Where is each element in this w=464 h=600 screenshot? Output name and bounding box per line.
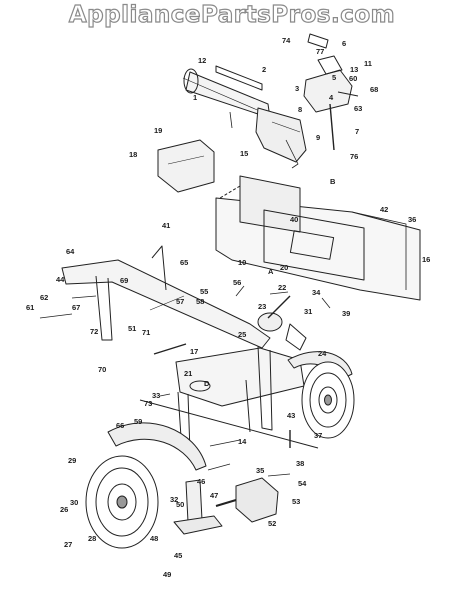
- callout-label: 34: [312, 288, 321, 297]
- hydraulic-cylinder: [182, 65, 307, 169]
- control-valve: [303, 33, 359, 113]
- filter: [257, 312, 307, 351]
- callout-label: 58: [196, 297, 204, 306]
- callout-label: 3: [295, 84, 299, 93]
- callout-label: 9: [316, 133, 320, 142]
- callout-label: 59: [134, 417, 142, 426]
- callout-label: 48: [150, 534, 158, 543]
- wedge-bracket: [157, 139, 215, 193]
- callout-label: 54: [298, 479, 307, 488]
- callout-label: 49: [163, 570, 171, 579]
- callout-label: 63: [354, 104, 362, 113]
- callout-label: 50: [176, 500, 184, 509]
- callout-label: 65: [180, 258, 188, 267]
- callout-label: 45: [174, 551, 182, 560]
- callout-label: 33: [152, 391, 160, 400]
- hydraulic-pump: [215, 477, 279, 523]
- callout-label: 1: [193, 93, 197, 102]
- callout-label: 74: [282, 36, 291, 45]
- callout-label: 12: [198, 56, 206, 65]
- callout-label: 71: [142, 328, 150, 337]
- callout-label: 13: [350, 65, 358, 74]
- callout-label: 5: [332, 73, 336, 82]
- callout-label: 27: [64, 540, 72, 549]
- callout-label: 6: [342, 39, 346, 48]
- callout-label: 35: [256, 466, 264, 475]
- callout-label: 70: [98, 365, 106, 374]
- callout-label: 11: [364, 59, 372, 68]
- callout-label: 73: [144, 399, 152, 408]
- callout-label: 60: [349, 74, 357, 83]
- callout-label: 20: [280, 263, 288, 272]
- splitter-beam: [215, 175, 421, 301]
- callout-label: 10: [238, 258, 246, 267]
- callout-label: 64: [66, 247, 75, 256]
- callout-label: 66: [116, 421, 124, 430]
- callout-label: 67: [72, 303, 80, 312]
- callout-label: 36: [408, 215, 416, 224]
- callout-label: 16: [422, 255, 430, 264]
- callout-label: 14: [238, 437, 247, 446]
- callout-label: 32: [170, 495, 178, 504]
- callout-label: 72: [90, 327, 98, 336]
- callout-label: 53: [292, 497, 300, 506]
- main-frame: [139, 345, 319, 453]
- callout-label: 19: [154, 126, 162, 135]
- callout-label: 37: [314, 431, 322, 440]
- callout-label: 28: [88, 534, 96, 543]
- callout-label: 23: [258, 302, 266, 311]
- callout-label: 55: [200, 287, 208, 296]
- callout-label: 15: [240, 149, 248, 158]
- callout-label: 22: [278, 283, 286, 292]
- callout-label: 46: [197, 477, 205, 486]
- hardware: [39, 111, 331, 477]
- callout-label: 69: [120, 276, 128, 285]
- connector-label: B: [330, 177, 336, 186]
- callout-label: 26: [60, 505, 68, 514]
- callout-label: 2: [262, 65, 266, 74]
- callout-label: 42: [380, 205, 388, 214]
- callout-label: 62: [40, 293, 48, 302]
- callout-label: 17: [190, 347, 198, 356]
- callout-label: 39: [342, 309, 350, 318]
- connector-labels: A B D: [204, 177, 336, 388]
- callout-label: 7: [355, 127, 359, 136]
- callout-label: 43: [287, 411, 295, 420]
- callout-label: 25: [238, 330, 246, 339]
- left-wheel: [85, 455, 159, 549]
- connector-label: D: [204, 379, 210, 388]
- callout-label: 4: [329, 93, 334, 102]
- callout-labels: 1 2 3 4 5 6 7 8 9 10 11 12 13 14 15 16 1…: [26, 36, 430, 579]
- connector-label: A: [268, 267, 274, 276]
- callout-label: 68: [370, 85, 378, 94]
- callout-label: 38: [296, 459, 304, 468]
- tow-tongue: [61, 245, 271, 349]
- jack-stand: [173, 479, 223, 535]
- hoses: [153, 103, 335, 448]
- callout-label: 77: [316, 47, 324, 56]
- callout-label: 30: [70, 498, 78, 507]
- callout-label: 21: [184, 369, 192, 378]
- callout-label: 51: [128, 324, 136, 333]
- callout-label: 44: [56, 275, 65, 284]
- right-wheel: [301, 361, 355, 439]
- callout-label: 31: [304, 307, 312, 316]
- callout-label: 57: [176, 297, 184, 306]
- callout-label: 76: [350, 152, 358, 161]
- callout-label: 61: [26, 303, 34, 312]
- callout-label: 29: [68, 456, 76, 465]
- callout-label: 56: [233, 278, 241, 287]
- callout-label: 8: [298, 105, 302, 114]
- callout-label: 52: [268, 519, 276, 528]
- callout-label: 41: [162, 221, 170, 230]
- callout-label: 24: [318, 349, 327, 358]
- watermark: AppliancePartsPros.com: [68, 1, 396, 28]
- callout-label: 47: [210, 491, 218, 500]
- callout-label: 40: [290, 215, 298, 224]
- callout-label: 18: [129, 150, 137, 159]
